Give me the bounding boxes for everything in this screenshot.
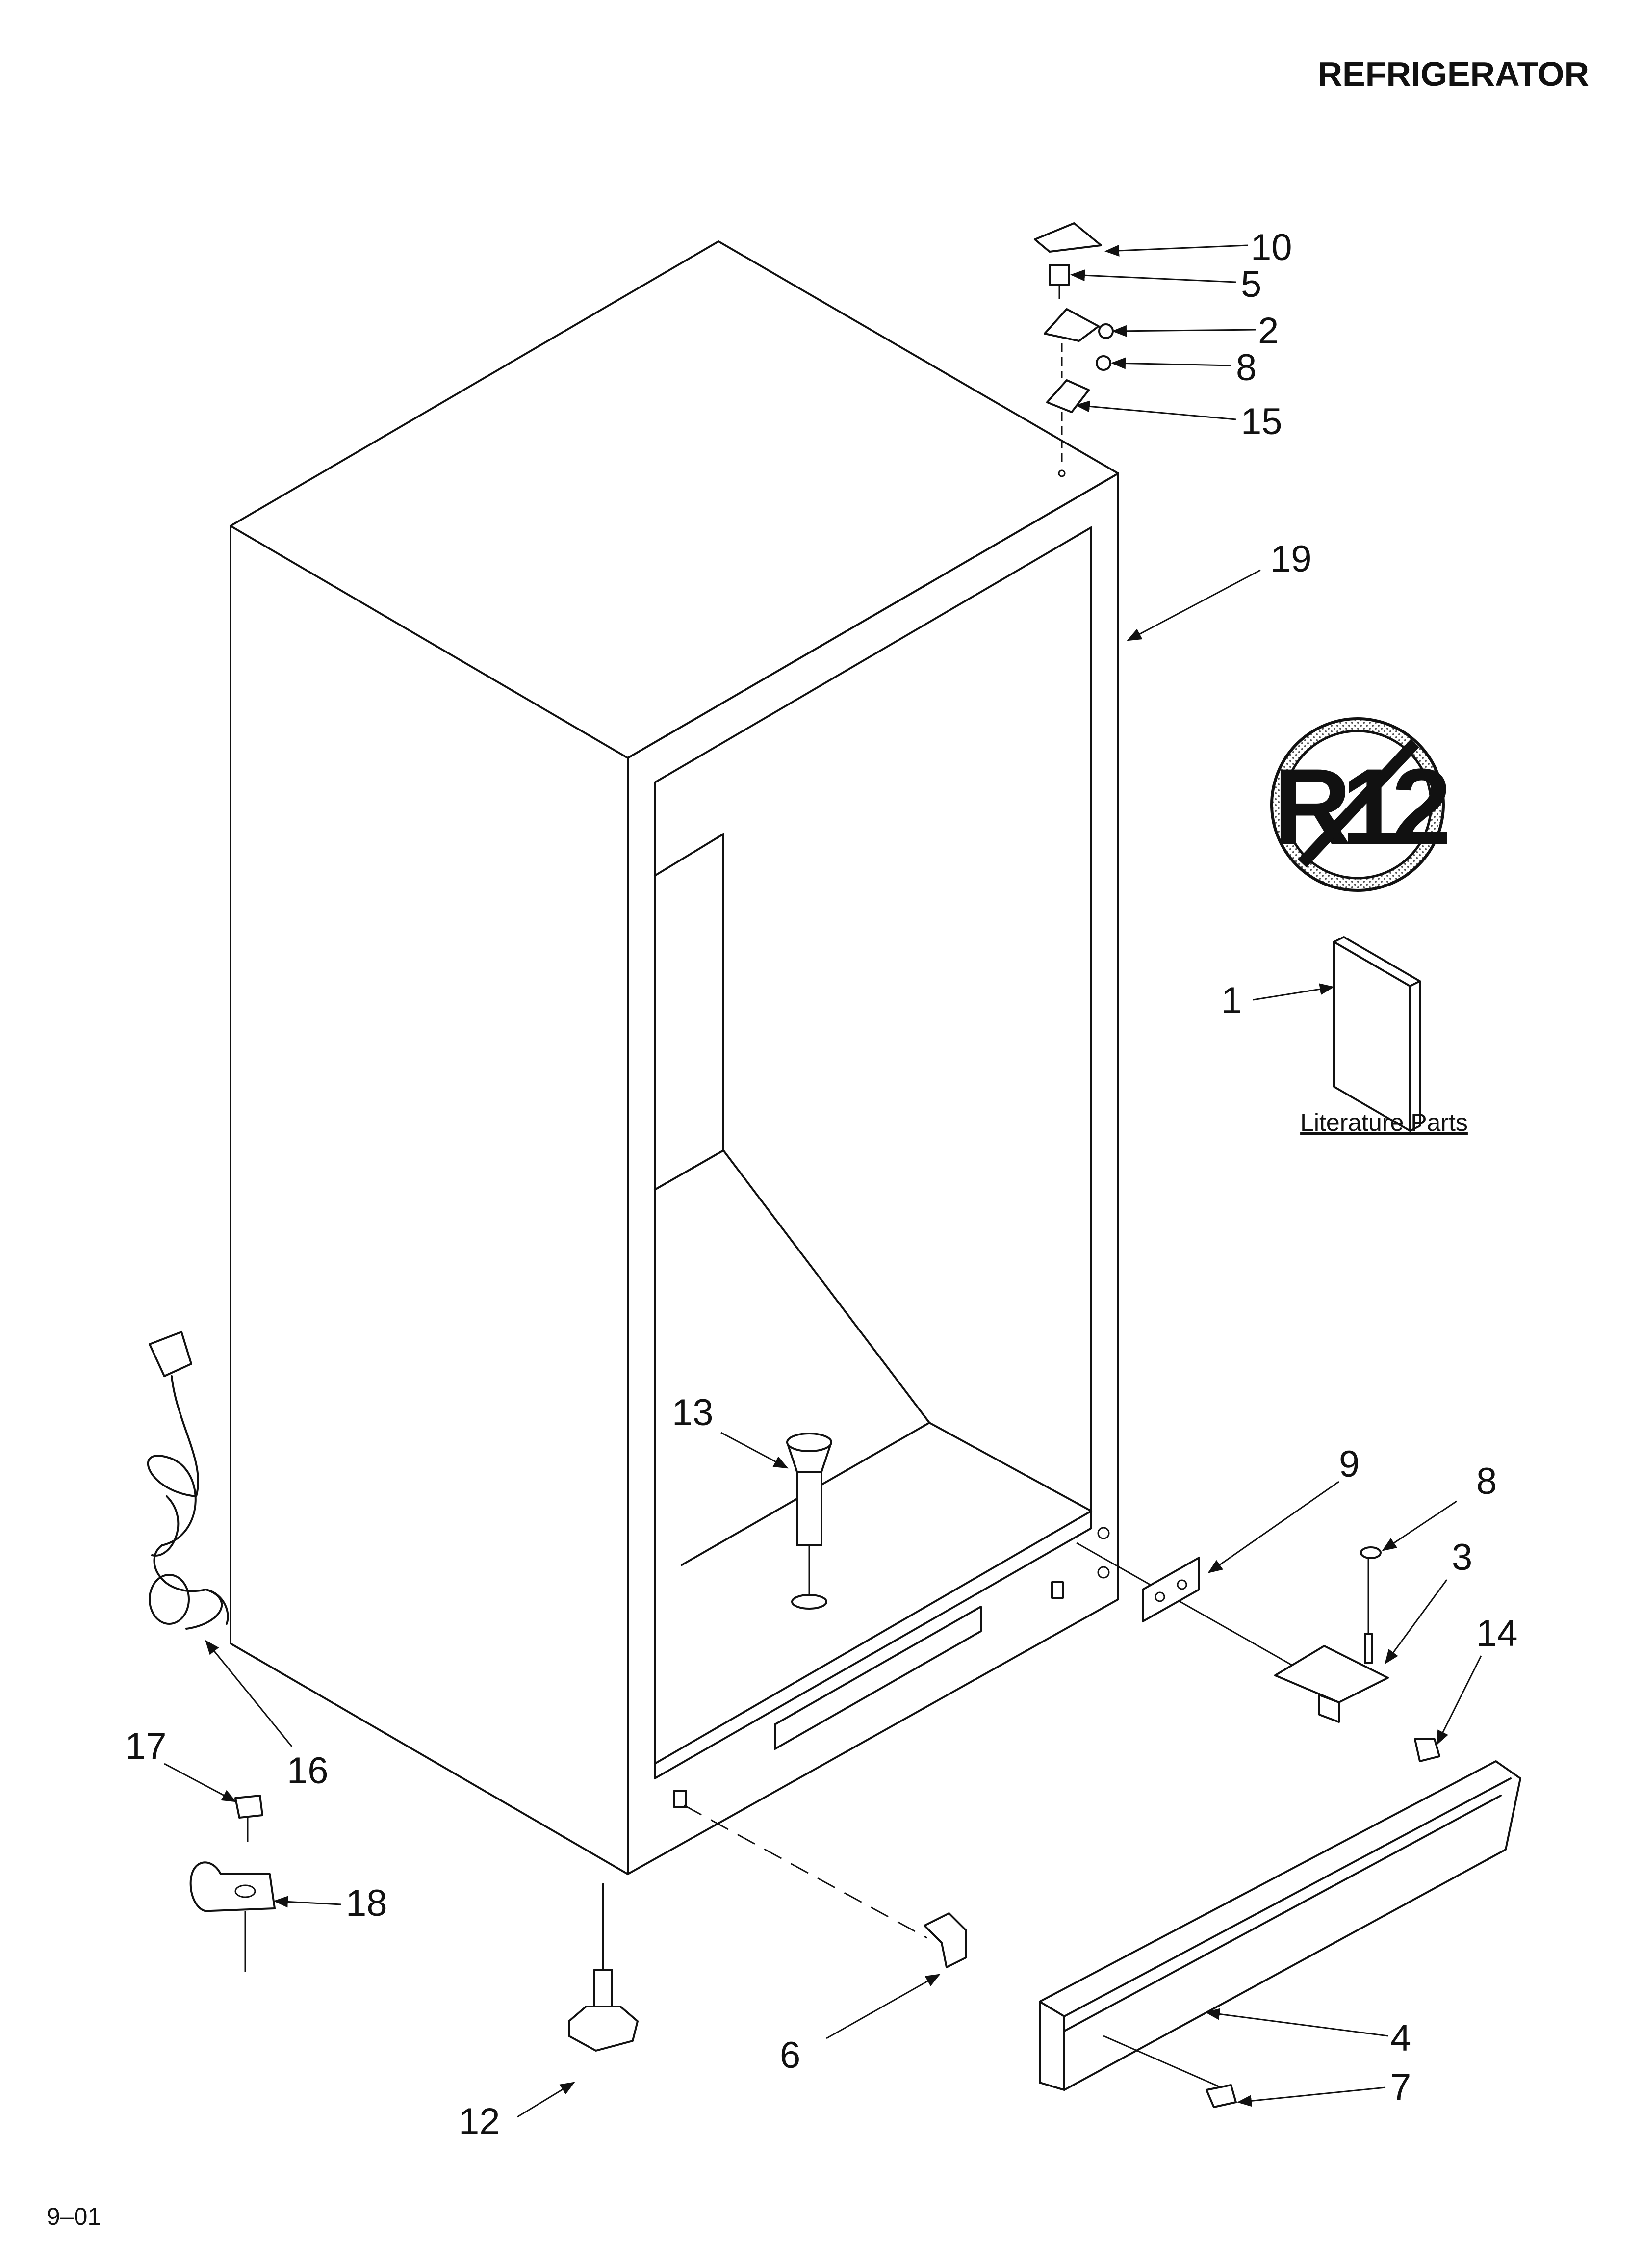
date-code: 9–01 xyxy=(47,2203,101,2230)
washer-top-icon xyxy=(1096,355,1111,371)
callout-5: 5 xyxy=(1241,263,1261,305)
washer-bottom-icon xyxy=(1360,1546,1382,1559)
power-plug-icon xyxy=(149,1331,192,1377)
callout-2: 2 xyxy=(1258,310,1279,352)
hinge-bracket-plate-icon xyxy=(1142,1557,1200,1622)
grille-screw-icon xyxy=(1206,2084,1237,2108)
literature-parts: Literature Parts xyxy=(1300,936,1468,1136)
no-r12-icon: R12 xyxy=(1273,746,1447,867)
clamp-screw-icon xyxy=(234,1795,263,1819)
callout-17: 17 xyxy=(125,1725,167,1767)
callout-6: 6 xyxy=(780,2034,800,2076)
callout-12: 12 xyxy=(459,2101,500,2142)
bottom-screw-icon xyxy=(1414,1738,1440,1762)
callout-15: 15 xyxy=(1241,401,1283,443)
top-hinge-icon xyxy=(1044,308,1100,342)
callout-1: 1 xyxy=(1221,980,1242,1021)
callout-19: 19 xyxy=(1270,538,1312,580)
callout-10: 10 xyxy=(1251,227,1292,268)
hinge-screw-icon xyxy=(1049,264,1070,286)
toe-grille xyxy=(1039,1760,1521,2108)
leveling-leg-icon xyxy=(568,2006,639,2052)
callout-8-top: 8 xyxy=(1236,347,1257,389)
shim-icon xyxy=(1046,379,1090,413)
callout-16: 16 xyxy=(287,1750,329,1792)
leveling-leg xyxy=(568,1883,639,2052)
drain-tube xyxy=(786,1433,832,1610)
callout-leaders xyxy=(164,244,1482,2118)
cabinet xyxy=(230,240,1119,1875)
callout-8-bottom: 8 xyxy=(1476,1460,1497,1502)
power-cord xyxy=(147,1331,229,1630)
grille-clip-icon xyxy=(924,1912,967,1968)
callout-3: 3 xyxy=(1452,1537,1472,1578)
callout-labels: 10 5 2 8 15 19 1 13 9 8 3 14 17 16 18 4 … xyxy=(125,227,1518,2142)
callout-18: 18 xyxy=(346,1882,387,1924)
callout-14: 14 xyxy=(1476,1613,1518,1654)
no-r12-badge: R12 xyxy=(1270,717,1457,892)
literature-parts-caption: Literature Parts xyxy=(1300,1109,1468,1136)
bottom-hinge-icon xyxy=(1274,1645,1389,1703)
hinge-pin-icon xyxy=(1098,323,1114,339)
cord-clamp-icon xyxy=(189,1861,276,1912)
hinge-cap-icon xyxy=(1034,222,1102,253)
callout-9: 9 xyxy=(1339,1443,1360,1485)
callout-13: 13 xyxy=(672,1392,714,1434)
callout-7: 7 xyxy=(1390,2066,1411,2108)
bottom-hinge-assembly xyxy=(1076,1542,1440,1762)
callout-4: 4 xyxy=(1390,2017,1411,2059)
page-title: REFRIGERATOR xyxy=(1317,55,1589,93)
top-hinge-assembly xyxy=(1034,222,1114,477)
